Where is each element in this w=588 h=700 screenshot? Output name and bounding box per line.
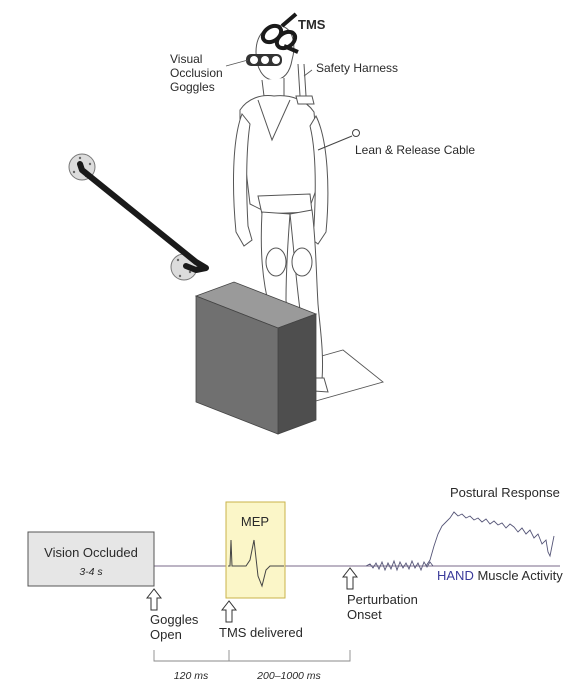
interval-2-label: 200–1000 ms [256, 670, 321, 682]
tms-delivered-arrow [220, 600, 238, 623]
muscle-activity-label: HAND Muscle Activity [437, 568, 563, 583]
lean-release-cable-label: Lean & Release Cable [355, 143, 475, 157]
tms-label: TMS [298, 17, 326, 32]
perturbation-label-line1: Perturbation [347, 592, 418, 607]
goggles-label-line3: Goggles [170, 80, 215, 94]
safety-harness [295, 63, 315, 105]
goggles-open-label-line1: Goggles [150, 612, 199, 627]
obstacle-block [194, 281, 318, 435]
mep-label: MEP [241, 514, 269, 529]
occlusion-goggles [246, 54, 282, 66]
vision-occluded-title: Vision Occluded [44, 545, 138, 560]
muscle-activity-trace [365, 559, 434, 572]
perturbation-arrow [341, 567, 359, 590]
mep-waveform [228, 539, 284, 588]
tms-coil [260, 12, 299, 54]
harness-leader [303, 69, 313, 77]
safety-harness-label: Safety Harness [316, 61, 398, 75]
goggles-label-line1: Visual [170, 52, 202, 66]
interval-bracket-1 [153, 650, 230, 662]
goggles-open-arrow [145, 588, 163, 611]
handrail [68, 153, 209, 281]
goggles-open-label-line2: Open [150, 627, 182, 642]
cable-end [352, 129, 360, 137]
tms-delivered-label: TMS delivered [219, 625, 303, 640]
interval-1-label: 120 ms [174, 670, 209, 682]
interval-bracket-2 [229, 650, 351, 662]
perturbation-label-line2: Onset [347, 607, 382, 622]
goggles-label-line2: Occlusion [170, 66, 223, 80]
vision-occluded-duration: 3-4 s [79, 566, 103, 578]
lean-release-cable [317, 135, 353, 151]
hand-word: HAND [437, 568, 474, 583]
postural-response-label: Postural Response [450, 485, 560, 500]
postural-response-trace [425, 511, 555, 567]
muscle-activity-word: Muscle Activity [474, 568, 563, 583]
vision-occluded-box [27, 531, 155, 587]
timeline: Vision Occluded 3-4 s MEP Postural Respo… [27, 485, 563, 682]
illustration: TMS Visual Occlusion Goggles Safety Harn… [68, 12, 475, 435]
goggles-leader [225, 59, 249, 67]
